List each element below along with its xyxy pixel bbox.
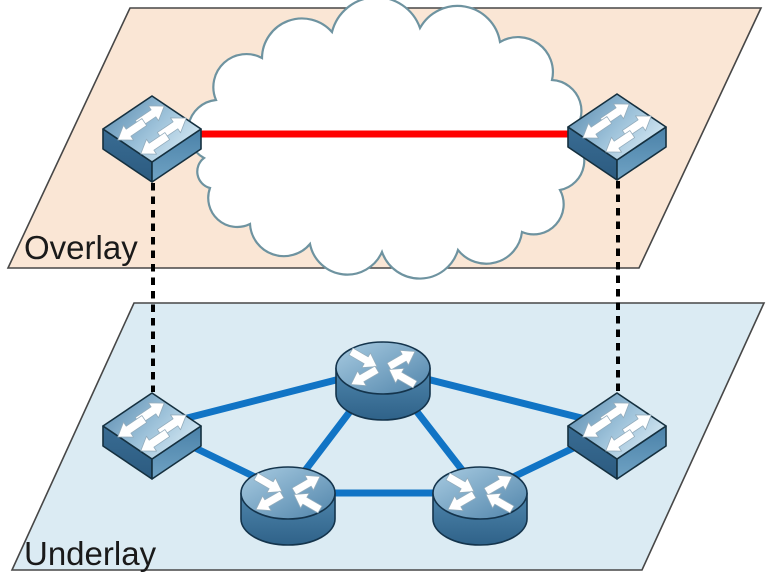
router-icon bbox=[335, 341, 431, 421]
node-underlay-router-bottom-right bbox=[432, 466, 528, 546]
router-icon bbox=[240, 466, 336, 546]
node-underlay-router-top bbox=[335, 341, 431, 421]
plane-mapping-links bbox=[151, 181, 620, 392]
node-underlay-router-bottom-left bbox=[240, 466, 336, 546]
router-icon bbox=[432, 466, 528, 546]
underlay-plane-group: Underlay bbox=[10, 302, 766, 572]
underlay-label: Underlay bbox=[24, 535, 157, 572]
overlay-label: Overlay bbox=[24, 229, 138, 266]
underlay-plane bbox=[10, 302, 766, 571]
